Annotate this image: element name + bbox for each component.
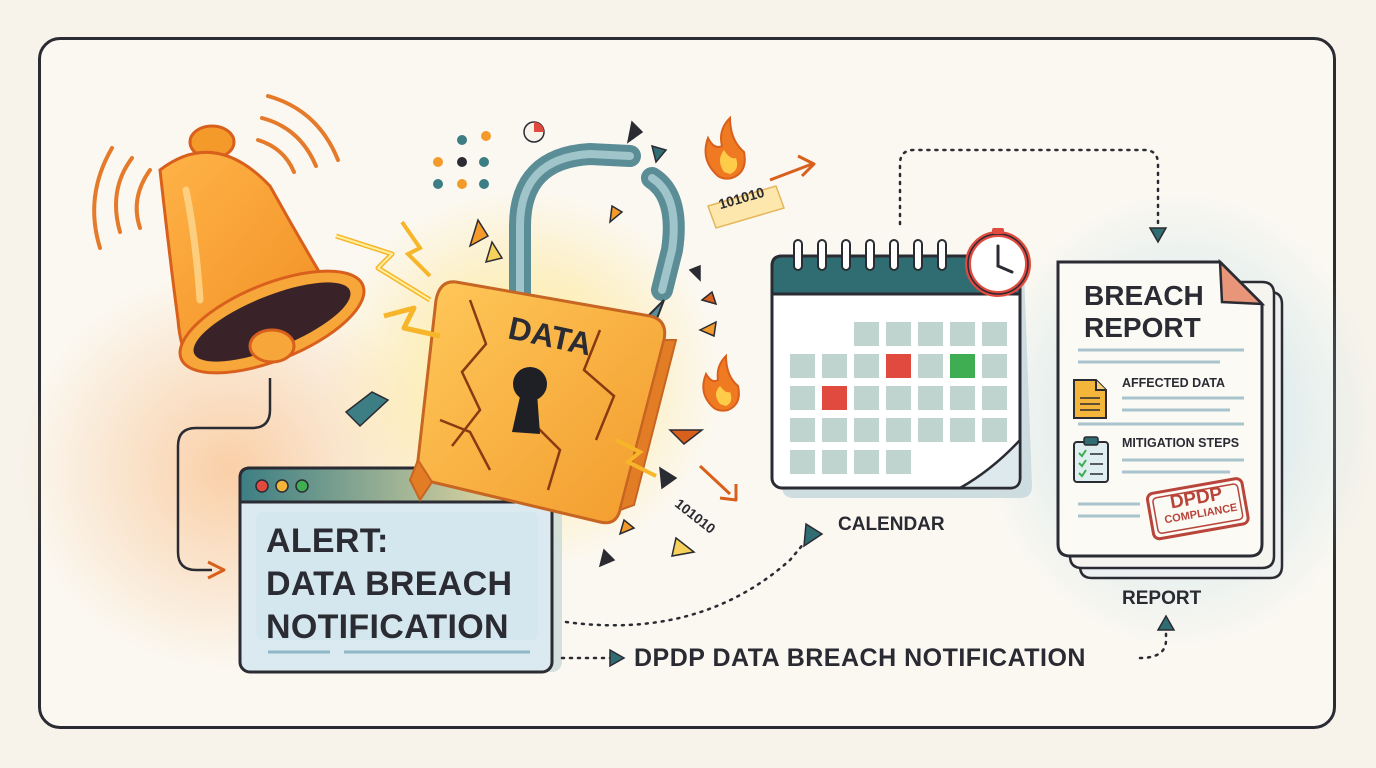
flame-icon (702, 115, 746, 412)
calendar-day-cell (822, 354, 847, 378)
calendar-day-cell (950, 418, 975, 442)
calendar-day-cell (982, 322, 1007, 346)
window-maximize-dot (295, 479, 309, 493)
flow-arrows (560, 148, 1168, 660)
calendar-day-cell (822, 418, 847, 442)
flow-arrowheads (609, 227, 1176, 668)
alert-line-2: DATA BREACH (266, 565, 513, 603)
debris-shards (344, 120, 718, 568)
dot-cluster (433, 121, 545, 189)
broken-lock-icon (408, 142, 685, 525)
calendar-day-cell (918, 386, 943, 410)
report-title-line-1: BREACH (1084, 280, 1204, 311)
calendar-day-cell (854, 386, 879, 410)
calendar-day-cell (822, 450, 847, 474)
alert-title: ALERT: (266, 522, 389, 560)
report-title-line-2: REPORT (1084, 312, 1201, 343)
calendar-day-cell (886, 386, 911, 410)
calendar-day-cell (886, 322, 911, 346)
calendar-day-cell (790, 354, 815, 378)
calendar-day-cell (886, 354, 911, 378)
compliance-stamp (1145, 477, 1250, 541)
alert-window (238, 466, 562, 674)
report-label: REPORT (1122, 588, 1202, 609)
calendar-day-cell (790, 450, 815, 474)
calendar-day-cell (982, 418, 1007, 442)
lightning-icon (335, 220, 657, 478)
calendar-day-cell (886, 450, 911, 474)
alert-window-text: ALERT: DATA BREACH NOTIFICATION (266, 520, 512, 649)
calendar-day-cell (854, 450, 879, 474)
report-item-affected-data: AFFECTED DATA (1122, 376, 1225, 390)
calendar-day-cell (950, 354, 975, 378)
checklist-icon (1073, 436, 1109, 483)
calendar-day-cell (982, 354, 1007, 378)
alert-line-3: NOTIFICATION (266, 608, 509, 646)
calendar-day-cell (918, 354, 943, 378)
report-item-mitigation-steps: MITIGATION STEPS (1122, 436, 1240, 450)
calendar-day-cell (790, 418, 815, 442)
calendar-day-cell (886, 418, 911, 442)
window-close-dot (255, 479, 269, 493)
binary-tag-top (707, 154, 816, 229)
calendar-day-cell (854, 322, 879, 346)
flow-caption: DPDP DATA BREACH NOTIFICATION (634, 644, 1086, 672)
calendar-day-cell (982, 386, 1007, 410)
bell-icon (92, 94, 366, 375)
report-document-icon (1056, 258, 1284, 580)
calendar-day-cell (822, 386, 847, 410)
connector-arrowhead (207, 560, 226, 580)
calendar-day-cell (918, 418, 943, 442)
bell-connector-line (176, 378, 272, 572)
window-minimize-dot (275, 479, 289, 493)
calendar-day-cell (790, 386, 815, 410)
calendar-day-cell (950, 386, 975, 410)
binary-tag-bottom (698, 464, 738, 502)
calendar-day-cell (854, 354, 879, 378)
calendar-day-cell (950, 322, 975, 346)
calendar-grid (790, 322, 1007, 474)
file-icon (1073, 379, 1107, 419)
calendar-label: CALENDAR (838, 514, 945, 535)
calendar-day-cell (918, 322, 943, 346)
calendar-day-cell (854, 418, 879, 442)
